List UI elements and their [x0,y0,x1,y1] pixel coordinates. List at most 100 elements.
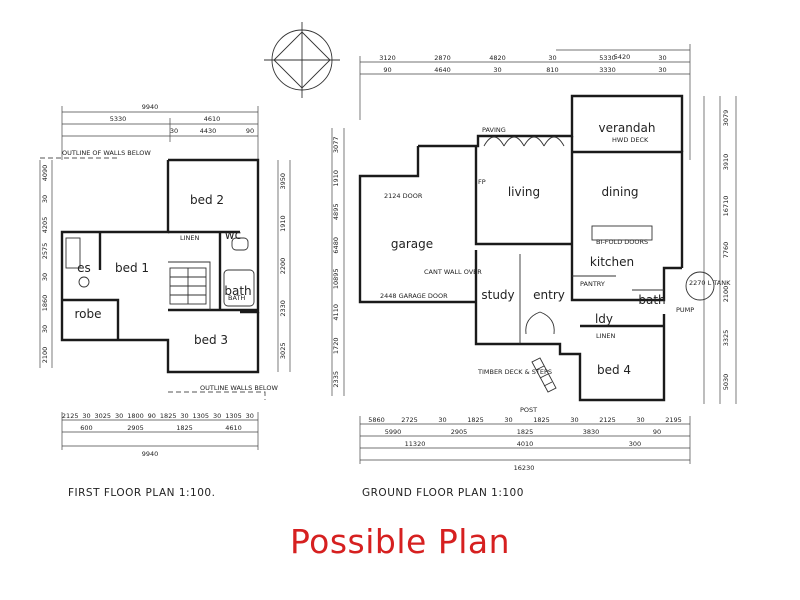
gf-dim-bottom-row1: 1825 [533,416,550,424]
gf-room-bath: bath [638,293,665,307]
gf-dim-bottom-row2: 90 [653,428,661,436]
ff-dim-right: 3025 [279,343,287,360]
caption-possible-plan: Possible Plan [289,522,511,561]
gf-dim-bottom-overall: 16230 [514,464,535,472]
ff-dim-bottom-overall: 9940 [142,450,159,458]
ff-dim-bottom-row2: 1825 [176,424,193,432]
gf-dim-top-row1: 30 [658,54,666,62]
gf-dim-top-sub: 5420 [614,53,631,61]
ff-room-wc: wc [225,228,241,242]
ff-dim-bottom-row1: 1305 [193,412,210,420]
ff-dim-bottom-row1: 90 [148,412,156,420]
gf-note-hwd-deck: HWD DECK [612,136,649,144]
ff-dim-right: 3950 [279,173,287,190]
gf-dim-top-row1: 3120 [379,54,396,62]
ff-room-bed3: bed 3 [194,333,228,347]
ff-dim-bottom-row1: 1800 [127,412,144,420]
gf-dim-bottom-row1: 30 [636,416,644,424]
ff-wc-pan [231,237,249,251]
ff-room-bath: bath [224,284,251,298]
ff-dim-bottom-row1: 30 [213,412,221,420]
ff-dim-bottom-row1: 30 [82,412,90,420]
gf-room-dining: dining [601,185,638,199]
gf-kitchen-island [591,225,653,241]
gf-dim-bottom-row3: 11320 [405,440,426,448]
ff-dim-top-inner-c: 90 [246,127,254,135]
gf-dim-bottom-row2: 2905 [451,428,468,436]
gf-dim-bottom-row1: 2125 [599,416,616,424]
gf-dim-top-row2: 3330 [599,66,616,74]
ff-room-bed1: bed 1 [115,261,149,275]
gf-dim-top-row1: 4820 [489,54,506,62]
ff-dim-left: 30 [41,325,49,333]
gf-dim-left: 1910 [332,170,340,187]
ff-note-outline-bottom: OUTLINE WALLS BELOW [200,384,278,392]
ff-dim-top-right: 4610 [204,115,221,123]
gf-note-garage-door: 2448 GARAGE DOOR [380,292,448,300]
ff-dim-top-left: 5330 [110,115,127,123]
gf-dim-bottom-row2: 1825 [517,428,534,436]
ff-dim-left: 30 [41,273,49,281]
gf-dim-right: 3325 [722,330,730,347]
gf-room-living: living [508,185,540,199]
ff-dim-left: 2100 [41,347,49,364]
ff-dim-left: 4205 [41,217,49,234]
ff-dim-bottom-row2: 2905 [127,424,144,432]
gf-dim-left: 3077 [332,137,340,154]
ff-es-shower [65,237,81,269]
ground-floor-title: GROUND FLOOR PLAN 1:100 [362,487,524,499]
gf-dim-right: 7760 [722,242,730,259]
ff-dim-bottom-row2: 4610 [225,424,242,432]
gf-room-ldy: ldy [595,312,613,326]
ff-room-es: es [77,261,91,275]
gf-dim-right: 3910 [722,154,730,171]
gf-room-study: study [481,288,514,302]
gf-note-pump: PUMP [676,306,694,314]
gf-dim-top-row1: 2870 [434,54,451,62]
gf-dim-right: 2100 [722,286,730,303]
gf-dim-bottom-row3: 4010 [517,440,534,448]
ff-dim-right: 2200 [279,258,287,275]
gf-room-garage: garage [391,237,433,251]
ff-es-basin [78,276,90,288]
gf-dim-left: 1720 [332,338,340,355]
ff-dim-right: 2330 [279,300,287,317]
ff-dim-left: 30 [41,195,49,203]
gf-dim-top-row2: 30 [658,66,666,74]
gf-note-tank: 2270 L TANK [689,279,731,287]
gf-dim-bottom-row3: 300 [629,440,641,448]
ff-bath-tub [223,269,255,307]
gf-room-bed4: bed 4 [597,363,631,377]
gf-dim-top-row2: 4640 [434,66,451,74]
ff-dim-bottom-row1: 1825 [160,412,177,420]
ff-dim-bottom-row1: 30 [115,412,123,420]
ff-stair [169,267,207,305]
first-floor-plan: 9940 5330 4610 30 4430 90 OUTLINE OF WAL… [39,103,291,499]
gf-room-entry: entry [533,288,565,302]
gf-dim-bottom-row2: 5990 [385,428,402,436]
gf-room-kitchen: kitchen [590,255,634,269]
gf-dim-bottom-row1: 30 [504,416,512,424]
ff-note-bath: BATH [228,294,245,302]
ff-dim-bottom-row1: 2125 [62,412,79,420]
gf-dim-top-row2: 30 [493,66,501,74]
ff-dim-right: 1910 [279,215,287,232]
gf-dim-right: 5030 [722,374,730,391]
ff-dim-left: 1860 [41,295,49,312]
first-floor-title: FIRST FLOOR PLAN 1:100. [68,487,215,499]
gf-note-pantry: PANTRY [580,280,605,288]
ff-dim-bottom-row1: 3025 [95,412,112,420]
gf-note-cant-wall: CANT WALL OVER [424,268,482,276]
ff-dim-bottom-row1: 30 [180,412,188,420]
gf-note-fp: FP [478,178,486,186]
gf-dim-left: 2335 [332,371,340,388]
gf-dim-bottom-row1: 5860 [368,416,385,424]
ff-dim-top-overall: 9940 [142,103,159,111]
gf-dim-left: 10895 [332,268,340,289]
gf-dim-bottom-row1: 2725 [401,416,418,424]
ff-room-bed2: bed 2 [190,193,224,207]
ff-dim-top-inner-b: 4430 [200,127,217,135]
gf-dim-bottom-row1: 2195 [665,416,682,424]
